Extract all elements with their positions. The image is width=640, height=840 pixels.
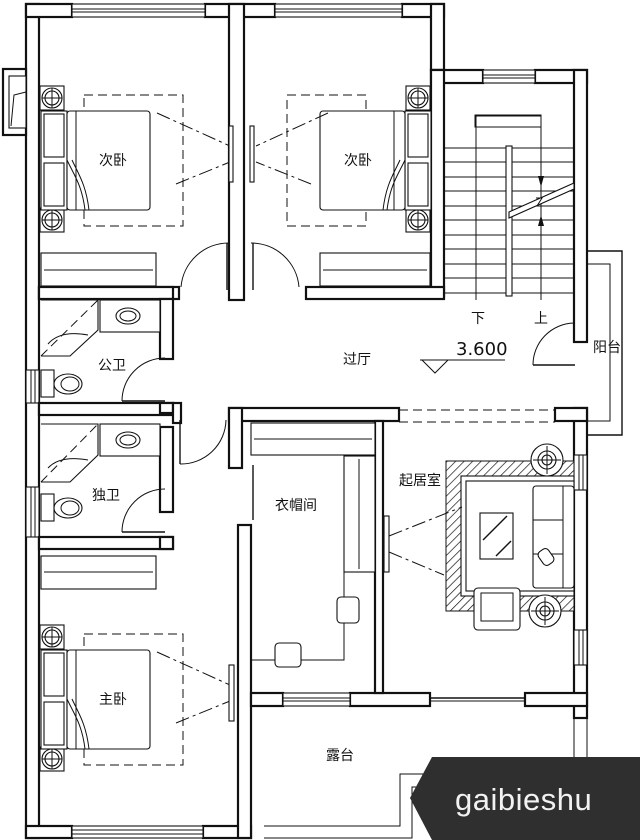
- room-label-public-bathroom: 公卫: [98, 358, 126, 374]
- sliding-door: [430, 697, 525, 702]
- staircase: 下 上: [444, 114, 575, 327]
- room-label-private-bathroom: 独卫: [92, 488, 120, 504]
- elevation-value: 3.600: [456, 339, 508, 360]
- window: [482, 69, 536, 84]
- door-public-bathroom[interactable]: [121, 357, 166, 402]
- watermark-text: gaibieshu: [455, 782, 593, 817]
- window: [573, 629, 588, 666]
- bathroom-private: 独卫: [40, 423, 161, 522]
- window: [282, 692, 351, 707]
- door-private-bathroom[interactable]: [121, 488, 166, 533]
- window: [25, 486, 40, 538]
- window: [274, 3, 403, 18]
- window: [573, 454, 588, 491]
- door-secondary-bedroom-left[interactable]: [180, 242, 230, 290]
- door-secondary-bedroom-right[interactable]: [250, 242, 300, 290]
- bedroom-master: 主卧: [39, 555, 235, 772]
- door-balcony[interactable]: [532, 322, 575, 366]
- elevation-marker: 3.600: [420, 339, 508, 374]
- room-label-master-bedroom: 主卧: [99, 692, 127, 708]
- walk-in-closet: 衣帽间: [250, 422, 376, 668]
- stair-down-label: 下: [471, 311, 485, 327]
- interior-walls: [37, 285, 589, 695]
- room-label-secondary-bedroom-right: 次卧: [344, 153, 372, 169]
- stair-up-label: 上: [534, 311, 548, 327]
- room-label-secondary-bedroom-left: 次卧: [99, 153, 127, 169]
- room-label-terrace: 露台: [326, 748, 354, 764]
- bay-window: [1, 67, 28, 137]
- room-label-hallway: 过厅: [343, 352, 371, 368]
- bathroom-public: 公卫: [40, 299, 161, 398]
- window: [25, 369, 40, 404]
- window: [71, 825, 204, 839]
- bedroom-secondary-right: 次卧: [249, 85, 432, 287]
- room-label-balcony: 阳台: [593, 340, 621, 356]
- living-room: 起居室: [383, 443, 575, 631]
- room-label-walk-in-closet: 衣帽间: [275, 498, 317, 514]
- watermark-badge: [410, 757, 640, 840]
- window: [71, 3, 206, 18]
- bedroom-secondary-left: 次卧: [39, 85, 234, 287]
- balcony: 阳台: [587, 250, 623, 436]
- room-label-living-room: 起居室: [399, 472, 441, 489]
- door-master-suite[interactable]: [179, 419, 227, 465]
